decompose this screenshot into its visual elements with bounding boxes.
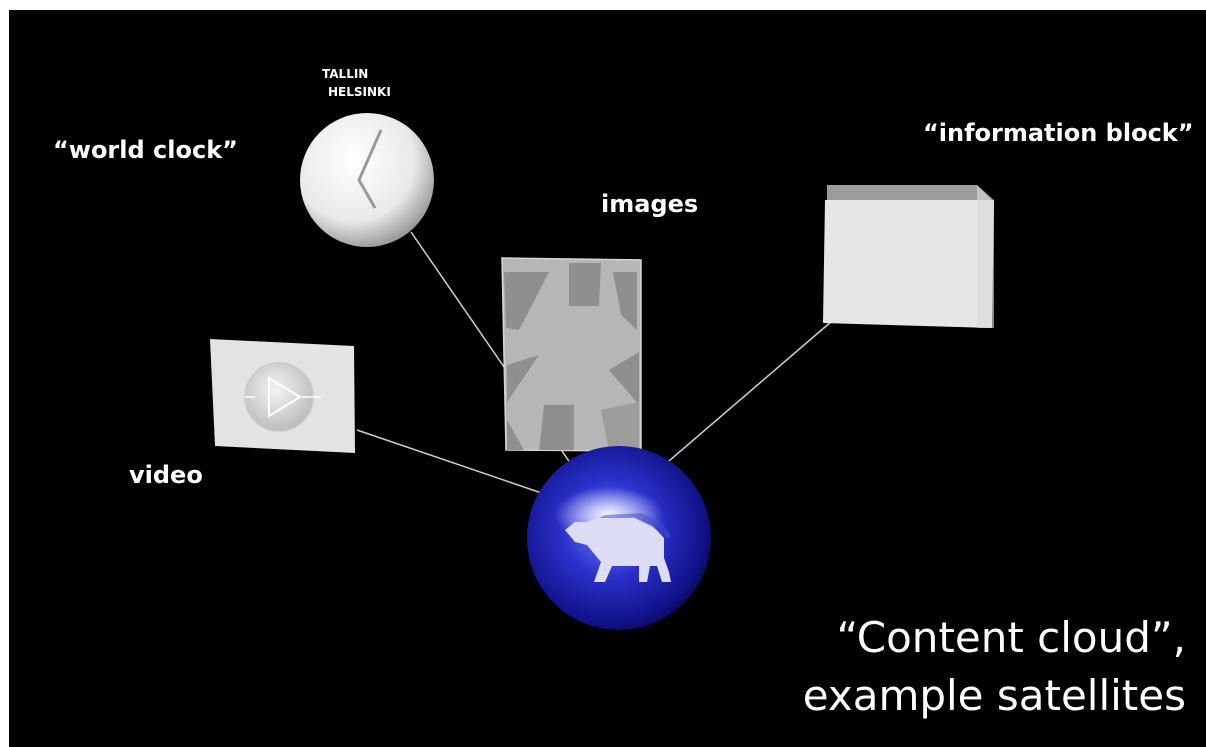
content-cloud-hub [527,446,711,630]
images-satellite [501,257,642,452]
video-label: video [129,461,203,489]
block-front-face [823,200,994,328]
play-icon [268,376,302,418]
images-label: images [601,190,699,218]
block-top-face [827,185,994,202]
block-side-face [977,185,994,328]
world-clock-label: “world clock” [53,136,238,164]
content-cloud-diagram [210,113,994,630]
slide-caption-line-2: example satellites [802,671,1186,720]
polar-bear-icon [565,517,671,582]
slide-canvas: “world clock” TALLIN HELSINKI images “in… [9,10,1206,747]
information-block-satellite [823,185,994,328]
slide-caption-line-1: “Content cloud”, [836,613,1187,662]
world-clock-satellite [300,113,434,247]
clock-icon [300,113,434,247]
clock-city-label: HELSINKI [328,85,391,99]
clock-city-label: TALLIN [322,67,369,81]
video-satellite [210,339,355,453]
clock-hands [357,129,383,209]
information-block-label: “information block” [923,119,1194,147]
